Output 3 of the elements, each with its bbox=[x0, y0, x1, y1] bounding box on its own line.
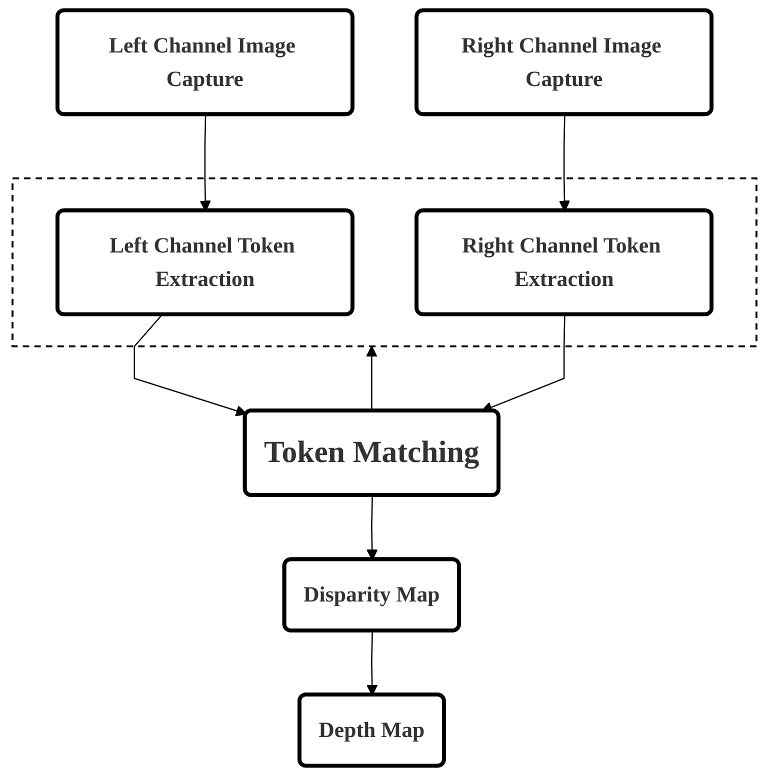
arrow bbox=[134, 314, 248, 416]
arrow bbox=[366, 346, 378, 410]
cluster bbox=[12, 177, 758, 348]
